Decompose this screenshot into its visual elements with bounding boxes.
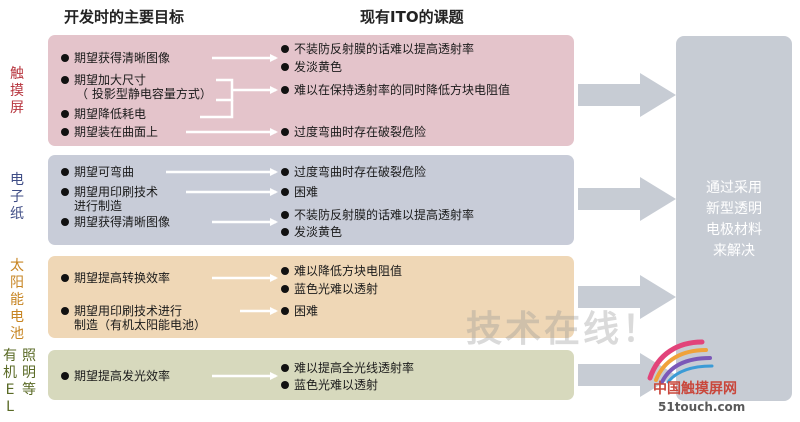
panel-oled [48,350,574,400]
epaper-issue-3: 不装防反射膜的话难以提高透射率 [280,208,475,222]
logo-name: 中国触摸屏网 [653,381,737,397]
goals-header: 开发时的主要目标 [64,8,185,26]
solar-issue-2: 蓝色光难以透射 [280,282,379,296]
epaper-issue-1: 过度弯曲时存在破裂危险 [280,165,427,179]
epaper-goal-1: 期望可弯曲 [60,165,135,179]
solution-text: 通过采用新型透明电极材料来解决 [706,180,762,259]
label-lighting: 照明等 [22,348,36,398]
solar-issue-1: 难以降低方块电阻值 [280,264,403,278]
solar-issue-3: 困难 [280,304,319,318]
touch-issue-1: 不装防反射膜的话难以提高透射率 [280,42,475,56]
logo-url: 51touch.com [658,400,746,414]
panel-epaper [48,155,574,245]
label-epaper: 电子纸 [10,172,24,222]
oled-issue-1: 难以提高全光线透射率 [280,361,415,375]
label-solar: 太阳能电池 [10,258,24,342]
panel-solar [48,256,574,338]
touch-goal-1: 期望获得清晰图像 [60,51,171,65]
solar-goal-2: 期望用印刷技术进行 制造（有机太阳能电池） [60,304,207,332]
touch-issue-2: 发淡黄色 [280,60,343,74]
touch-goal-2: 期望加大尺寸 （ 投影型静电容量方式） [61,73,212,101]
oled-issue-2: 蓝色光难以透射 [280,378,379,392]
touch-goal-3: 期望降低耗电 [60,107,147,121]
oled-goal-1: 期望提高发光效率 [60,369,171,383]
touch-issue-3: 难以在保持透射率的同时降低方块电阻值 [280,83,511,97]
arrow-touch-2 [216,78,234,102]
epaper-goal-3: 期望获得清晰图像 [60,215,171,229]
big-arrow-epaper [578,177,676,221]
big-arrow-oled [578,353,676,397]
touch-issue-4: 过度弯曲时存在破裂危险 [280,125,427,139]
epaper-goal-2: 期望用印刷技术 进行制造 [60,185,159,213]
touch-goal-4: 期望装在曲面上 [60,125,159,139]
logo-swirl-icon [647,339,714,384]
arrow-touch-connector [200,100,234,119]
big-arrow-touch [578,73,676,117]
epaper-issue-2: 困难 [280,185,319,199]
solar-goal-1: 期望提高转换效率 [60,271,171,285]
big-arrow-solar [578,275,676,319]
issues-header: 现有ITO的课题 [360,8,464,26]
epaper-issue-4: 发淡黄色 [280,225,343,239]
label-touch: 触摸屏 [10,66,24,116]
panel-touch [48,35,574,146]
watermark-text: 技术在线！ [466,309,662,350]
